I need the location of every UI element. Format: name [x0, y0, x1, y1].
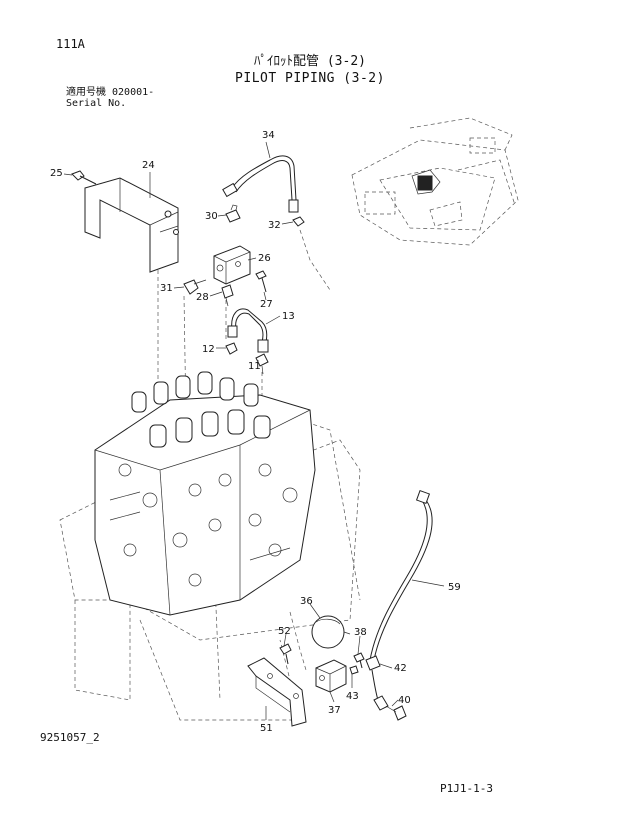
- callout-32: 32: [268, 220, 281, 231]
- callout-26: 26: [258, 253, 271, 264]
- callout-12: 12: [202, 344, 215, 355]
- fitting-12: [225, 342, 238, 355]
- callout-52: 52: [278, 626, 291, 637]
- callout-13: 13: [282, 311, 295, 322]
- valve-highlight-icon: [417, 175, 433, 191]
- fitting-30: [225, 204, 241, 223]
- callout-28: 28: [196, 292, 209, 303]
- drawing-number: 9251057_2: [40, 731, 100, 744]
- callout-31: 31: [160, 283, 173, 294]
- callout-24: 24: [142, 160, 155, 171]
- callout-11: 11: [248, 361, 261, 372]
- bolt-38: [353, 652, 365, 669]
- fitting-32: [292, 216, 305, 227]
- page-reference: P1J1-1-3: [440, 782, 493, 795]
- valve-block-37: [315, 659, 347, 693]
- callout-37: 37: [328, 705, 341, 716]
- bolt-27: [255, 270, 267, 293]
- callout-40: 40: [398, 695, 411, 706]
- valve-block-26: [213, 245, 251, 285]
- callout-51: 51: [260, 723, 273, 734]
- fitting-42: [365, 655, 381, 701]
- callout-30: 30: [205, 211, 218, 222]
- bolt-52: [279, 643, 292, 665]
- callout-59: 59: [448, 582, 461, 593]
- callout-27: 27: [260, 299, 273, 310]
- fitting-11: [255, 353, 269, 375]
- callout-38: 38: [354, 627, 367, 638]
- serial-label-japanese: 適用号機 020001-: [66, 87, 155, 98]
- page-code: 111A: [56, 37, 85, 51]
- bracket-24: [84, 177, 179, 273]
- title-english: PILOT PIPING (3-2): [235, 71, 385, 86]
- callout-36: 36: [300, 596, 313, 607]
- callout-25: 25: [50, 168, 63, 179]
- machine-overview-thumbnail: [351, 117, 519, 246]
- fitting-40: [373, 695, 407, 721]
- hose-34: [222, 155, 299, 213]
- title-japanese: ﾊﾟｲﾛｯﾄ配管 (3-2): [254, 54, 366, 69]
- fitting-28: [221, 284, 234, 307]
- callout-43: 43: [346, 691, 359, 702]
- control-valve-assembly: [59, 371, 361, 721]
- fitting-31: [183, 279, 207, 295]
- accumulator-36: [311, 615, 351, 649]
- bolt-43: [349, 665, 359, 675]
- callout-34: 34: [262, 130, 275, 141]
- bolt-25: [71, 170, 97, 185]
- bracket-51: [247, 657, 307, 727]
- hose-59: [369, 489, 433, 661]
- callout-42: 42: [394, 663, 407, 674]
- callout-leader-lines: [63, 141, 445, 720]
- serial-label-english: Serial No.: [66, 98, 127, 109]
- hose-13: [227, 308, 269, 353]
